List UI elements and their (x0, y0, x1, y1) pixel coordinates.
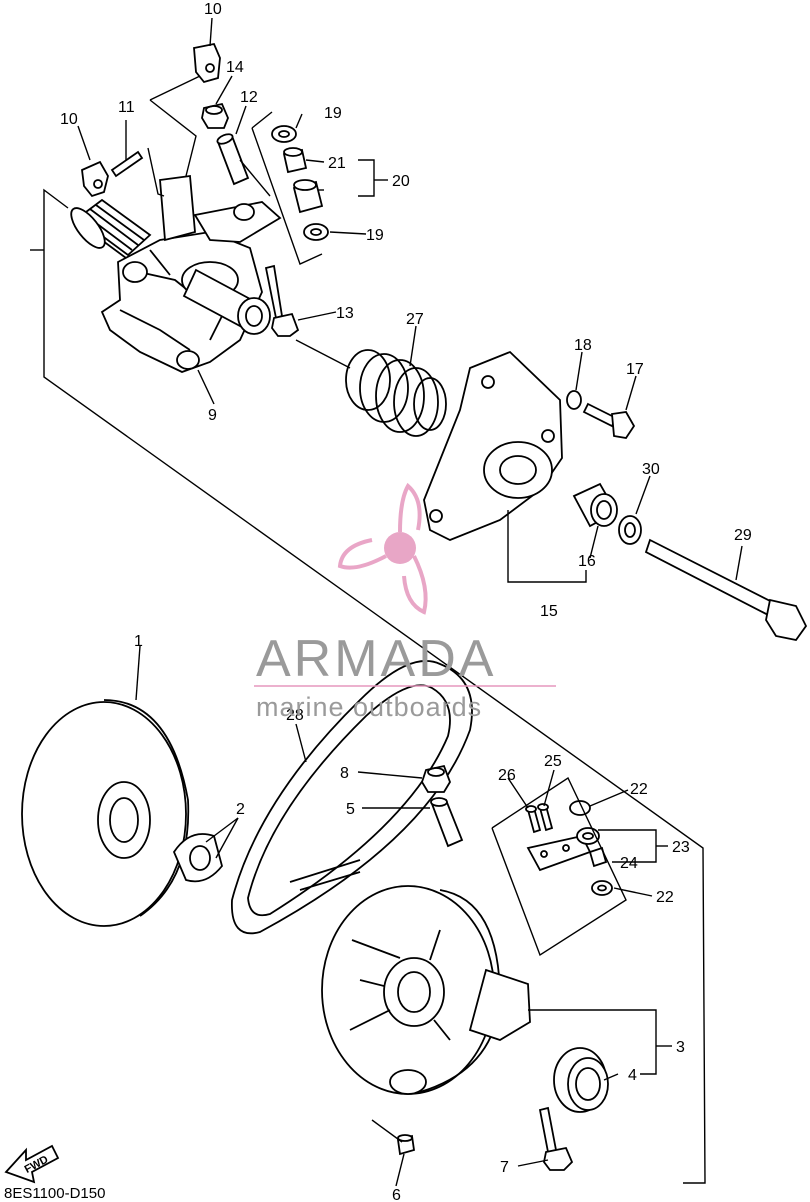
callout-18: 18 (574, 337, 592, 354)
part-14-nut (201, 102, 229, 129)
part-7-bolt (538, 1106, 574, 1171)
threaded-shaft-end (70, 198, 152, 259)
callout-2: 2 (236, 801, 245, 818)
part-9-spider-assembly (70, 174, 282, 373)
part-28-belt (231, 660, 473, 935)
callout-28: 28 (286, 707, 304, 724)
callout-19-bottom: 19 (366, 227, 384, 244)
part-6-cap (396, 1134, 416, 1156)
part-3-movable-sheave (321, 885, 531, 1095)
callout-13: 13 (336, 305, 354, 322)
part-11-pin (110, 150, 144, 178)
callout-16: 16 (578, 553, 596, 570)
part-19-washer-bottom (303, 223, 329, 241)
part-10-weight-top (193, 42, 221, 84)
callout-1: 1 (134, 633, 143, 650)
part-26-screw (525, 805, 542, 834)
callout-6: 6 (392, 1187, 401, 1202)
callout-14: 14 (226, 59, 244, 76)
callout-25: 25 (544, 753, 562, 770)
part-30-washer (618, 515, 642, 545)
part-13-bolt (264, 264, 300, 337)
part-8-nut (421, 764, 451, 793)
frame-lines (30, 188, 706, 1184)
callout-22-bottom: 22 (656, 889, 674, 906)
callout-10-left: 10 (60, 111, 78, 128)
callout-27: 27 (406, 311, 424, 328)
callout-20: 20 (392, 173, 410, 190)
diagram-reference-code: 8ES1100-D150 (4, 1185, 105, 1202)
callout-10-top: 10 (204, 1, 222, 18)
part-16-bushing (572, 482, 618, 528)
part-19-washer-top (271, 125, 297, 143)
part-15-bracket (507, 510, 587, 583)
callout-17: 17 (626, 361, 644, 378)
watermark-brand: ARMADA (256, 630, 496, 688)
callout-29: 29 (734, 527, 752, 544)
part-24-bushing (588, 846, 608, 868)
part-25-screw (537, 803, 554, 832)
slider-group-bracket (491, 776, 627, 957)
callout-24: 24 (620, 855, 638, 872)
callout-22-top: 22 (630, 781, 648, 798)
part-29-long-bolt (644, 538, 808, 641)
bushing-group-bracket (239, 111, 323, 265)
part-5-sleeve (430, 797, 464, 848)
callout-12: 12 (240, 89, 258, 106)
fwd-arrow: FWD (4, 1144, 60, 1184)
callout-15: 15 (540, 603, 558, 620)
callout-23: 23 (672, 839, 690, 856)
part-2-collar (172, 833, 223, 883)
callout-21: 21 (328, 155, 346, 172)
watermark-logo (337, 482, 428, 615)
callout-5: 5 (346, 801, 355, 818)
callout-9: 9 (208, 407, 217, 424)
part-15-cover-plate (423, 350, 563, 541)
part-21-bushing-b (292, 179, 324, 214)
callout-4: 4 (628, 1067, 637, 1084)
part-27-spring (345, 349, 447, 437)
part-10-weight-left (81, 160, 109, 198)
callout-26: 26 (498, 767, 516, 784)
callout-7: 7 (500, 1159, 509, 1176)
part-22-washer-bottom (591, 880, 613, 896)
part-22-washer-top (569, 800, 591, 816)
leader-lines (77, 17, 743, 1187)
callout-30: 30 (642, 461, 660, 478)
part-17-bolt (582, 402, 636, 439)
callout-11: 11 (118, 99, 135, 116)
part-12-pin (216, 133, 250, 186)
callout-19-top: 19 (324, 105, 342, 122)
part-4-bushing (553, 1047, 609, 1113)
callout-labels: 10 14 11 10 12 19 21 20 19 13 27 9 18 17… (60, 1, 752, 1202)
part-18-washer (566, 390, 582, 410)
callout-8: 8 (340, 765, 349, 782)
part-21-bushing-a (282, 147, 308, 174)
part-1-fixed-sheave (21, 699, 190, 927)
callout-3: 3 (676, 1039, 685, 1056)
watermark-tagline: marine outboards (256, 692, 482, 722)
